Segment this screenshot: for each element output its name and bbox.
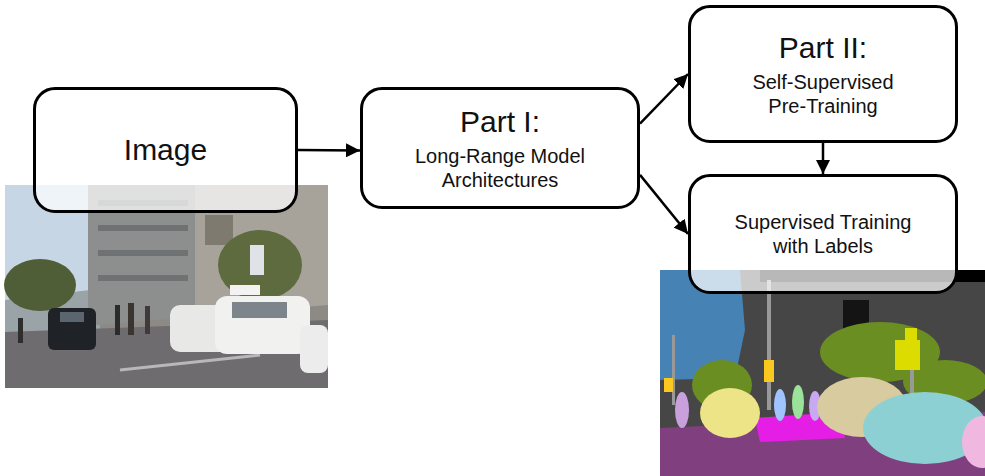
seg-traffic-light [764, 360, 774, 382]
photo-sign [205, 215, 233, 245]
box-heading: Part II: [779, 30, 867, 66]
photo-window-row [98, 225, 188, 231]
photo-car [48, 308, 96, 350]
photo-pedestrian [18, 318, 23, 343]
flow-arrow [298, 149, 360, 152]
box-label: Self-Supervised Pre-Training [741, 70, 906, 118]
photo-ground [5, 185, 328, 388]
box-label: Image [124, 132, 207, 168]
photo-window-row [98, 250, 188, 256]
photo-road-marking [120, 355, 260, 370]
box-label: Long-Range Model Architectures [398, 144, 603, 192]
photo-tree [218, 230, 302, 300]
photo-sign [250, 245, 264, 275]
photo-window-row [98, 275, 188, 281]
photo-car [300, 325, 328, 373]
photo-tree [4, 259, 76, 311]
seg-traffic-light [664, 378, 673, 392]
process-box: Part II: Self-Supervised Pre-Training [688, 5, 958, 143]
photo-car-window [232, 302, 287, 318]
photo-car [215, 296, 310, 354]
flow-arrow [640, 175, 688, 234]
photo-taxi-sign [230, 285, 260, 295]
seg-car [962, 416, 985, 468]
seg-pole [767, 280, 771, 410]
segmentation-map [660, 270, 985, 476]
photo-pedestrian [145, 306, 150, 334]
seg-car [700, 388, 760, 438]
process-box: Part I: Long-Range Model Architectures [360, 87, 640, 209]
seg-person [675, 392, 689, 428]
seg-person [774, 389, 786, 421]
photo-pedestrian [128, 303, 134, 335]
seg-pole [672, 335, 675, 405]
box-label: Supervised Training with Labels [716, 210, 931, 258]
process-box: Supervised Training with Labels [688, 174, 958, 294]
flow-arrow [640, 74, 688, 124]
flow-arrow [822, 143, 825, 174]
input-box: Image [33, 87, 298, 213]
seg-sign [905, 328, 917, 342]
seg-person [792, 385, 804, 419]
seg-sign [895, 340, 920, 370]
box-heading: Part I: [460, 104, 540, 140]
street-photo [4, 185, 328, 388]
photo-car-window [60, 312, 84, 322]
photo-pedestrian [115, 305, 120, 335]
